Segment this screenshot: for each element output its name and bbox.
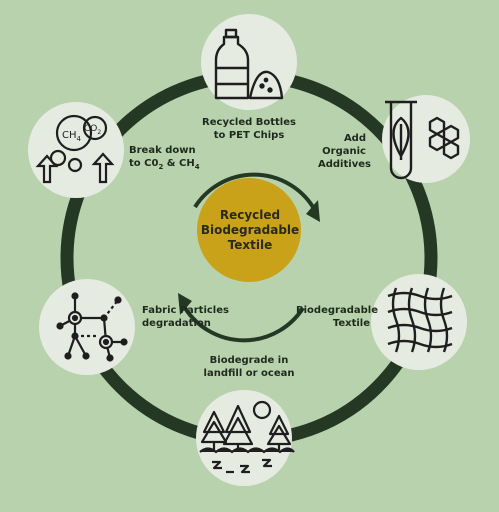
label-line: degradation (142, 318, 211, 329)
bottle-icon (214, 28, 284, 100)
node-landfill (196, 390, 295, 486)
circular-arrows-icon (178, 172, 320, 343)
gas-bubbles-icon (35, 114, 115, 184)
label-line: Fabric Particles (142, 305, 229, 316)
label-line: Additives (318, 159, 371, 170)
center-label-line: Recycled (219, 208, 281, 222)
label-line: landfill or ocean (203, 368, 295, 379)
label-line: Organic (322, 146, 366, 157)
node-breakdown: CH4 CO2 (28, 102, 124, 198)
molecule-network-icon (56, 292, 128, 362)
ch4-formula: CH4 (62, 130, 82, 143)
center-label-line: Textile (227, 238, 273, 252)
label-line: Break down (129, 145, 196, 156)
label-subscript: 4 (194, 163, 200, 171)
center-label-line: Biodegradable (200, 223, 300, 237)
label-line: Biodegrade in (209, 355, 289, 366)
label-bottles: Recycled Bottles to PET Chips (199, 116, 299, 142)
label-line: Recycled Bottles (202, 117, 296, 128)
woven-fabric-icon (387, 287, 453, 353)
center-label: Recycled Biodegradable Textile (187, 208, 313, 253)
label-line: Textile (332, 318, 370, 329)
label-line: Biodegradable (296, 305, 378, 316)
node-additives (382, 95, 470, 183)
label-line: Add (343, 133, 366, 144)
label-landfill: Biodegrade in landfill or ocean (199, 354, 299, 380)
label-fragment: & CH (163, 158, 195, 169)
label-subscript: 2 (158, 163, 164, 171)
forest-icon (199, 400, 295, 474)
label-line: to C02 & CH4 (129, 157, 200, 174)
label-breakdown: Break down to C02 & CH4 (129, 144, 200, 174)
node-textile (371, 274, 467, 370)
node-bottles (201, 14, 297, 110)
label-fragment: to C0 (129, 158, 159, 169)
label-line: to PET Chips (213, 130, 285, 141)
label-additives: Add Organic Additives (318, 132, 371, 171)
label-textile: Biodegradable Textile (296, 304, 378, 330)
center-circle (197, 178, 301, 282)
test-tube-leaf-icon (385, 100, 460, 180)
co2-formula: CO2 (84, 124, 101, 136)
node-particles (39, 279, 135, 375)
label-particles: Fabric Particles degradation (142, 304, 229, 330)
